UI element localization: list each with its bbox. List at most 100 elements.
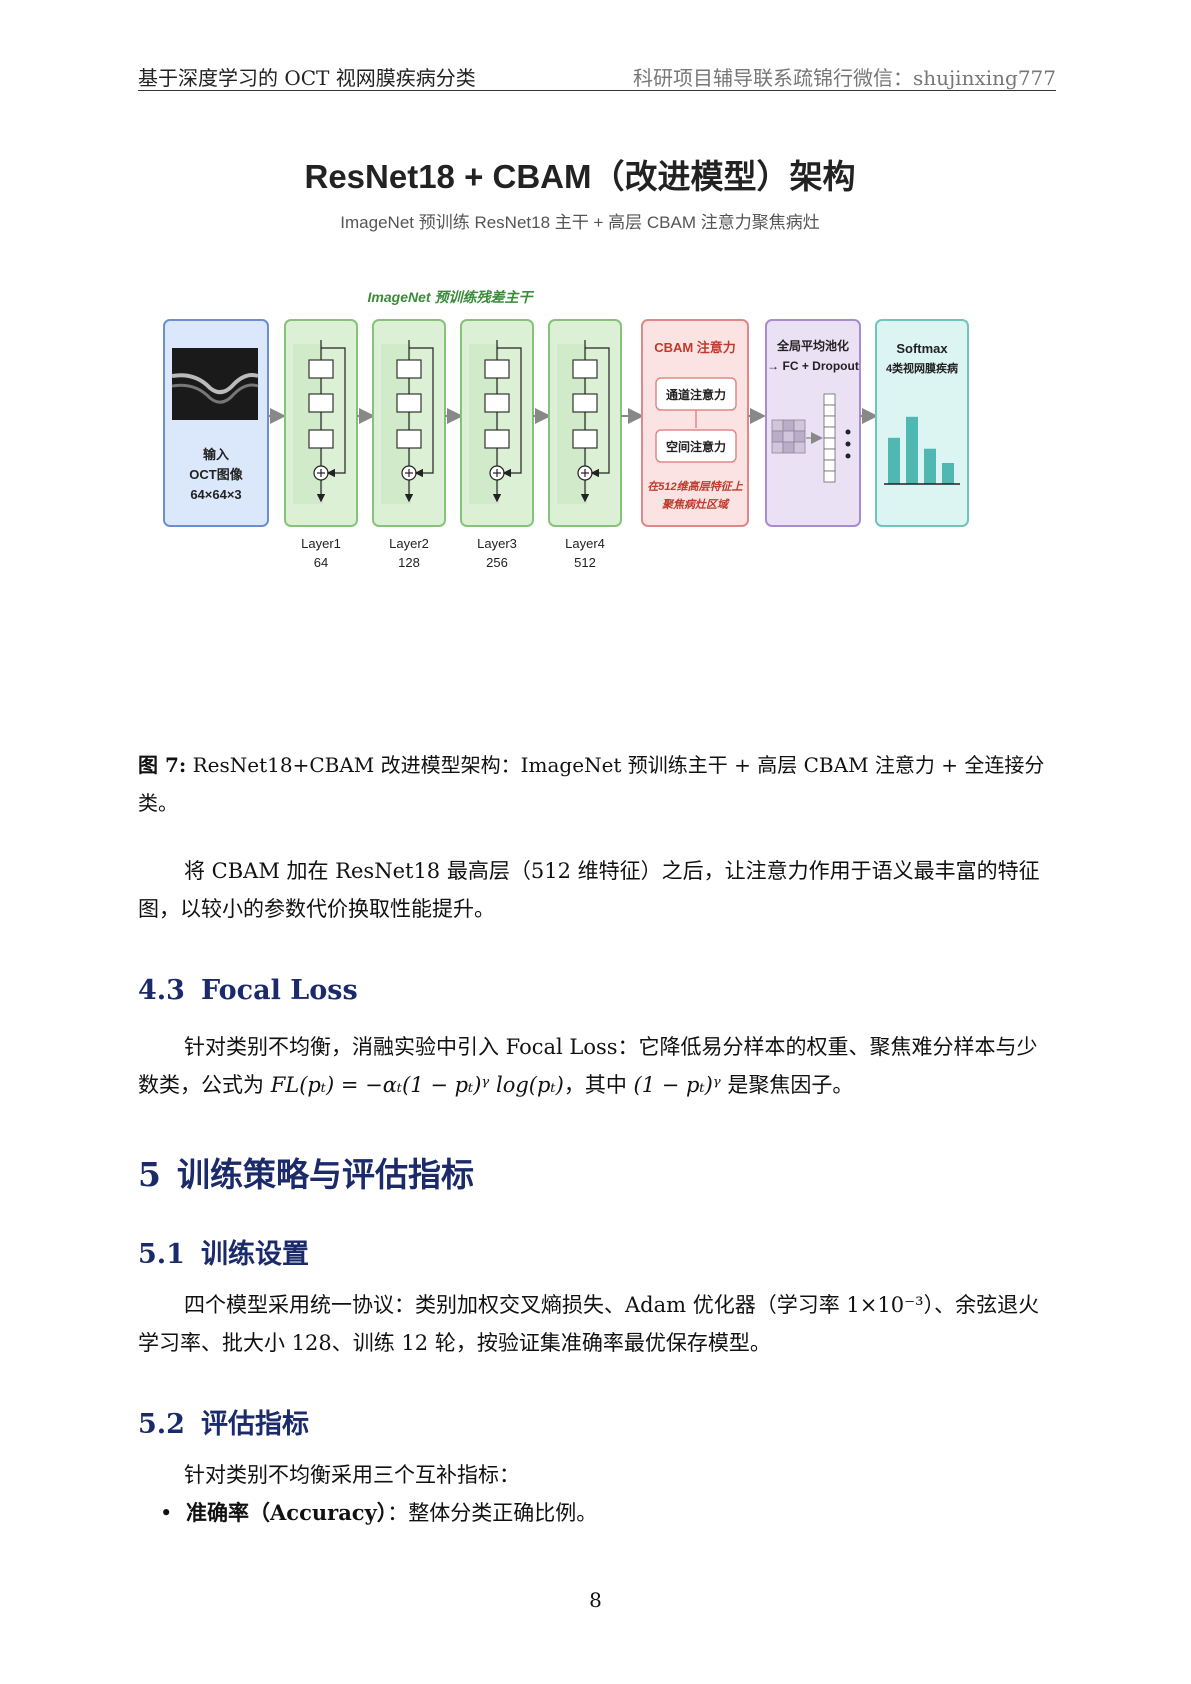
input-label-1: 输入 bbox=[203, 447, 229, 462]
grid-cell bbox=[771, 441, 784, 454]
section-5-2-heading: 5.2 评估指标 bbox=[138, 1402, 309, 1441]
bullet-dot-icon: • bbox=[160, 1501, 173, 1525]
pool-label-1: 全局平均池化 bbox=[776, 338, 849, 353]
layer-channels: 128 bbox=[398, 555, 420, 570]
vector-cell bbox=[823, 448, 836, 461]
caption-text: ResNet18+CBAM 改进模型架构：ImageNet 预训练主干 + 高层… bbox=[138, 753, 1045, 815]
section-number: 5.1 bbox=[138, 1239, 185, 1270]
focal-loss-formula: FL(pₜ) = −αₜ(1 − pₜ)ᵞ log(pₜ) bbox=[270, 1073, 564, 1097]
layer-name: Layer1 bbox=[301, 536, 341, 551]
conv-unit bbox=[308, 393, 334, 413]
section-5-heading: 5 训练策略与评估指标 bbox=[138, 1148, 474, 1196]
softmax-label-1: Softmax bbox=[896, 341, 948, 356]
grid-cell bbox=[782, 419, 795, 432]
conv-unit bbox=[396, 393, 422, 413]
paragraph-cbam: 将 CBAM 加在 ResNet18 最高层（512 维特征）之后，让注意力作用… bbox=[138, 859, 1040, 921]
layer-block: Layer2 128 bbox=[372, 319, 446, 570]
focal-text-a: 针对类别不均衡，消融实验中引入 Focal Loss：它降低易分样本的权重、聚焦… bbox=[138, 1035, 1038, 1097]
section-title: Focal Loss bbox=[200, 975, 358, 1006]
figure-title: ResNet18 + CBAM（改进模型）架构 bbox=[304, 158, 855, 195]
layer-channels: 512 bbox=[574, 555, 596, 570]
input-label-2: OCT图像 bbox=[189, 467, 243, 482]
cbam-note-1: 在512维高层特征上 bbox=[647, 480, 743, 493]
pool-label-2: → FC + Dropout bbox=[767, 359, 859, 373]
softmax-bar bbox=[924, 448, 936, 484]
feature-map-grid-icon bbox=[771, 419, 806, 454]
section-title: 评估指标 bbox=[200, 1409, 309, 1440]
oct-scan-image bbox=[172, 348, 258, 420]
header-right: 科研项目辅导联系疏锦行微信：shujinxing777 bbox=[632, 66, 1056, 90]
layer-channels: 256 bbox=[486, 555, 508, 570]
bullet-text: ：整体分类正确比例。 bbox=[387, 1501, 598, 1525]
section-number: 5 bbox=[138, 1155, 161, 1194]
grid-cell bbox=[771, 419, 784, 432]
paragraph-metrics-intro: 针对类别不均衡采用三个互补指标： bbox=[184, 1463, 520, 1487]
vector-cell bbox=[823, 437, 836, 450]
focal-text-b: ，其中 bbox=[563, 1073, 634, 1097]
vector-cell bbox=[823, 404, 836, 417]
softmax-bar bbox=[888, 437, 900, 484]
vector-cell bbox=[823, 393, 836, 406]
cbam-block: CBAM 注意力 通道注意力 空间注意力 在512维高层特征上 聚焦病灶区域 bbox=[641, 319, 749, 527]
layer-channels: 64 bbox=[314, 555, 328, 570]
vector-cell bbox=[823, 470, 836, 483]
conv-unit bbox=[572, 429, 598, 449]
cbam-channel-attention: 通道注意力 bbox=[666, 387, 726, 402]
page-number: 8 bbox=[589, 1588, 602, 1612]
grid-cell bbox=[782, 430, 795, 443]
softmax-block: Softmax 4类视网膜疾病 bbox=[875, 319, 969, 527]
backbone-label: ImageNet 预训练残差主干 bbox=[368, 289, 535, 305]
softmax-label-2: 4类视网膜疾病 bbox=[886, 361, 958, 375]
conv-unit bbox=[572, 393, 598, 413]
paragraph-focal-loss: 针对类别不均衡，消融实验中引入 Focal Loss：它降低易分样本的权重、聚焦… bbox=[138, 1028, 1056, 1104]
section-5-1-heading: 5.1 训练设置 bbox=[138, 1232, 309, 1271]
input-block: 输入 OCT图像 64×64×3 bbox=[163, 319, 269, 527]
architecture-figure: ResNet18 + CBAM（改进模型）架构 ImageNet 预训练 Res… bbox=[160, 150, 1040, 710]
section-number: 4.3 bbox=[138, 975, 185, 1006]
feature-vector-icon bbox=[823, 393, 836, 483]
page-header: 基于深度学习的 OCT 视网膜疾病分类 科研项目辅导联系疏锦行微信：shujin… bbox=[138, 58, 1056, 91]
conv-unit bbox=[396, 429, 422, 449]
section-title: 训练策略与评估指标 bbox=[176, 1155, 474, 1194]
pooling-block: 全局平均池化 → FC + Dropout bbox=[765, 319, 861, 527]
conv-unit bbox=[484, 393, 510, 413]
cbam-note-2: 聚焦病灶区域 bbox=[661, 498, 730, 511]
softmax-bars bbox=[888, 416, 954, 484]
layer-block: Layer1 64 bbox=[284, 319, 358, 570]
caption-label: 图 7: bbox=[138, 753, 187, 777]
conv-unit bbox=[396, 359, 422, 379]
skip-connection bbox=[497, 347, 522, 478]
paragraph-training-setup: 四个模型采用统一协议：类别加权交叉熵损失、Adam 优化器（学习率 1×10⁻³… bbox=[138, 1293, 1040, 1355]
layer-name: Layer4 bbox=[565, 536, 605, 551]
cbam-title: CBAM 注意力 bbox=[654, 340, 736, 355]
conv-unit bbox=[484, 429, 510, 449]
section-number: 5.2 bbox=[138, 1409, 185, 1440]
conv-unit bbox=[308, 429, 334, 449]
softmax-bar bbox=[942, 463, 954, 484]
vector-cell bbox=[823, 459, 836, 472]
section-title: 训练设置 bbox=[200, 1239, 309, 1270]
conv-unit bbox=[308, 359, 334, 379]
layer-name: Layer2 bbox=[389, 536, 429, 551]
layer-block: Layer4 512 bbox=[548, 319, 622, 570]
skip-connection bbox=[585, 347, 610, 478]
grid-cell bbox=[793, 441, 806, 454]
figure-caption: 图 7: ResNet18+CBAM 改进模型架构：ImageNet 预训练主干… bbox=[138, 746, 1056, 822]
focal-factor: (1 − pₜ)ᵞ bbox=[633, 1073, 721, 1097]
focal-text-c: 是聚焦因子。 bbox=[720, 1073, 854, 1097]
grid-cell bbox=[793, 430, 806, 443]
figure-subtitle: ImageNet 预训练 ResNet18 主干 + 高层 CBAM 注意力聚焦… bbox=[340, 213, 819, 232]
skip-connection bbox=[409, 347, 434, 478]
cbam-spatial-attention: 空间注意力 bbox=[666, 439, 726, 454]
grid-cell bbox=[793, 419, 806, 432]
conv-unit bbox=[572, 359, 598, 379]
section-4-3-heading: 4.3 Focal Loss bbox=[138, 975, 358, 1006]
grid-cell bbox=[782, 441, 795, 454]
softmax-bar bbox=[906, 416, 918, 484]
bullet-bold: 准确率（Accuracy） bbox=[186, 1500, 388, 1525]
vector-cell bbox=[823, 426, 836, 439]
list-item: • 准确率（Accuracy）：整体分类正确比例。 bbox=[160, 1494, 597, 1532]
conv-unit bbox=[484, 359, 510, 379]
